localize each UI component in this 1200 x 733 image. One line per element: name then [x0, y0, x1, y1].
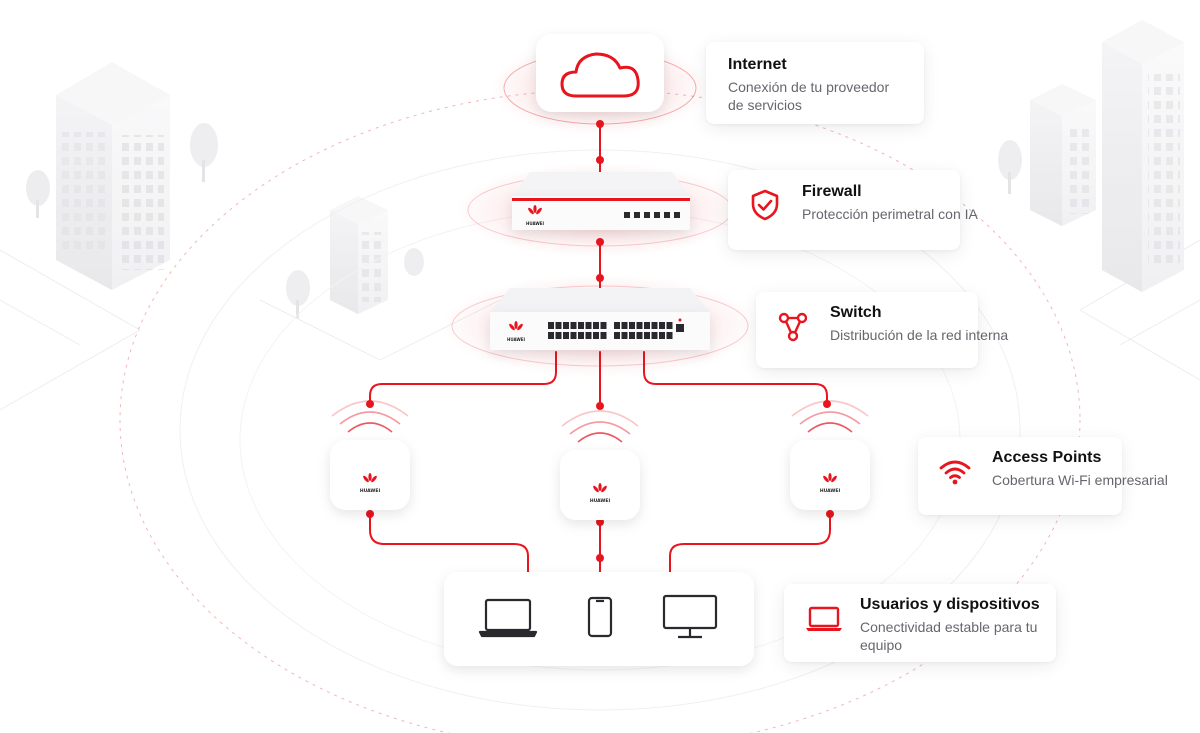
access-point-left: HUAWEI [330, 440, 410, 510]
switch-port [593, 322, 599, 329]
users-description: Conectividad estable para tu equipo [860, 619, 1038, 653]
switch-port [614, 332, 620, 339]
switch-port [659, 322, 665, 329]
access-points-card: Access Points Cobertura Wi-Fi empresaria… [918, 437, 1168, 515]
users-title: Usuarios y dispositivos [860, 596, 1040, 613]
switch-port [555, 332, 562, 339]
switch-port [570, 332, 577, 339]
svg-text:HUAWEI: HUAWEI [507, 337, 526, 342]
svg-text:HUAWEI: HUAWEI [590, 498, 611, 504]
switch-title: Switch [830, 304, 882, 321]
switch-port [585, 332, 592, 339]
access-point-center: HUAWEI [560, 450, 640, 520]
switch-device: HUAWEI [490, 288, 710, 350]
svg-text:HUAWEI: HUAWEI [360, 488, 381, 494]
internet-node [536, 34, 664, 112]
switch-description: Distribución de la red interna [830, 327, 1009, 343]
firewall-device: HUAWEI [512, 172, 690, 230]
wifi-icon [939, 460, 971, 485]
switch-port [570, 322, 577, 329]
internet-card: Internet Conexión de tu proveedor de ser… [706, 42, 924, 124]
switch-port [636, 332, 643, 339]
shield-check-icon [751, 189, 779, 221]
ap-signal-arcs [331, 400, 869, 443]
firewall-card: Firewall Protección perimetral con IA [728, 170, 978, 250]
switch-port [555, 322, 562, 329]
huawei-logo [509, 321, 523, 331]
switch-port [621, 322, 628, 329]
switch-port [666, 332, 673, 339]
monitor-icon [662, 594, 718, 639]
cloud-icon [560, 52, 640, 98]
firewall-description: Protección perimetral con IA [802, 206, 978, 222]
switch-port [548, 332, 554, 339]
switch-port [644, 332, 650, 339]
switch-port [666, 322, 673, 329]
switch-port [659, 332, 665, 339]
svg-text:HUAWEI: HUAWEI [526, 221, 545, 226]
network-nodes-icon [778, 312, 808, 342]
access-points-title: Access Points [992, 449, 1102, 466]
switch-card: Switch Distribución de la red interna [756, 292, 1008, 368]
switch-port [629, 332, 635, 339]
laptop-icon [806, 606, 842, 631]
switch-port [621, 332, 628, 339]
huawei-logo [528, 205, 542, 215]
firewall-title: Firewall [802, 183, 862, 200]
internet-title: Internet [728, 56, 787, 73]
switch-port [651, 332, 658, 339]
switch-port [578, 332, 584, 339]
users-devices-panel [444, 572, 754, 666]
smartphone-icon [587, 596, 613, 638]
connections [369, 121, 831, 573]
switch-port [548, 322, 554, 329]
access-points-description: Cobertura Wi-Fi empresarial [992, 472, 1168, 488]
users-card: Usuarios y dispositivos Conectividad est… [784, 584, 1056, 662]
switch-port [636, 322, 643, 329]
switch-port [600, 332, 607, 339]
svg-text:HUAWEI: HUAWEI [820, 488, 841, 494]
switch-port [563, 332, 569, 339]
background-city [0, 20, 1200, 411]
switch-port [593, 332, 599, 339]
switch-port [600, 322, 607, 329]
switch-port [629, 322, 635, 329]
switch-port [614, 322, 620, 329]
switch-port [651, 322, 658, 329]
laptop-icon [478, 598, 538, 638]
switch-port [644, 322, 650, 329]
access-point-right: HUAWEI [790, 440, 870, 510]
switch-port [578, 322, 584, 329]
switch-port [585, 322, 592, 329]
switch-port [563, 322, 569, 329]
internet-description: Conexión de tu proveedor de servicios [728, 79, 890, 113]
